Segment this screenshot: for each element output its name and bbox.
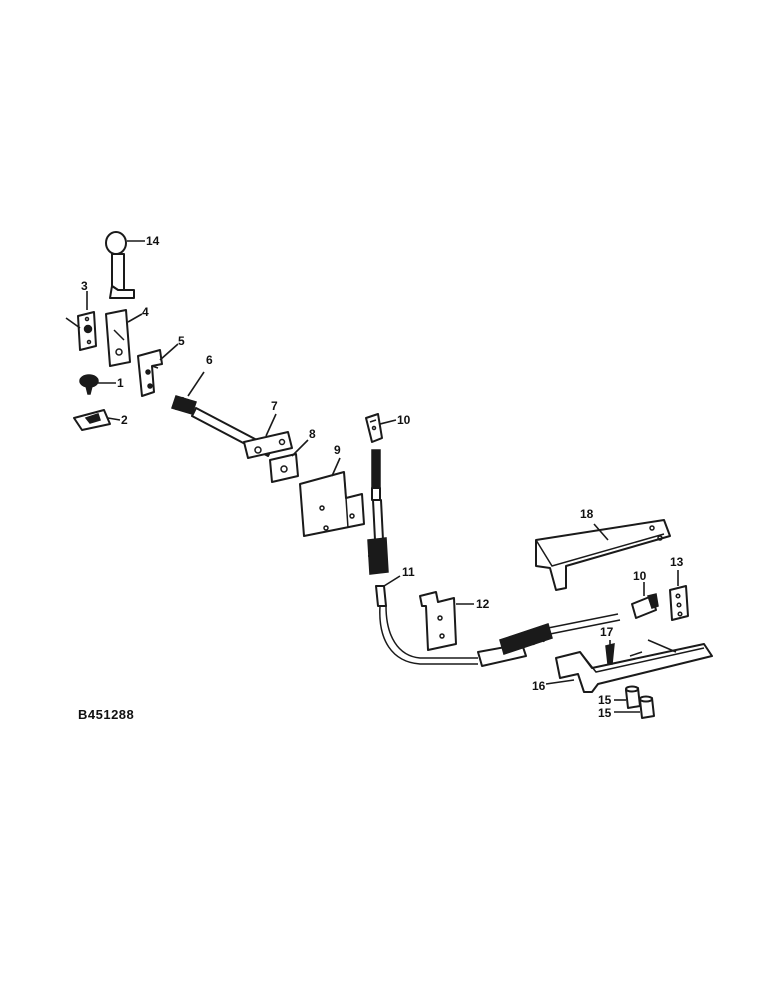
callout-15-a: 15 — [598, 693, 612, 707]
callout-7: 7 — [271, 399, 278, 413]
part-16-base-bracket — [555, 639, 713, 693]
callout-3: 3 — [81, 279, 88, 293]
part-15-spacers — [625, 685, 655, 719]
part-9-mounting-bracket — [299, 471, 365, 537]
part-12-cable-bracket — [419, 591, 457, 651]
part-8-washer-plate — [269, 453, 299, 483]
callout-14: 14 — [146, 234, 160, 248]
callout-12: 12 — [476, 597, 490, 611]
part-14-shift-lever-knob — [105, 231, 135, 299]
part-1-knob — [79, 374, 99, 395]
callout-15-b: 15 — [598, 706, 612, 720]
part-18-support-bracket — [535, 519, 671, 591]
callout-5: 5 — [178, 334, 185, 348]
callout-8: 8 — [309, 427, 316, 441]
part-10-clevis-lower — [631, 593, 659, 619]
drawing-reference-code: B451288 — [78, 707, 135, 722]
part-3-pivot-bracket — [65, 311, 97, 351]
callout-4: 4 — [142, 305, 149, 319]
part-10-clevis-upper — [365, 413, 383, 443]
part-11-control-cable — [367, 449, 621, 667]
part-13-link-plate — [669, 585, 689, 621]
part-2-gasket — [73, 409, 111, 431]
callout-10-lower: 10 — [633, 569, 647, 583]
part-4-lever-plate — [105, 309, 131, 367]
callout-6: 6 — [206, 353, 213, 367]
part-7-lever-plate — [243, 431, 293, 459]
callout-2: 2 — [121, 413, 128, 427]
part-5-angle-bracket — [137, 349, 163, 397]
callout-17: 17 — [600, 625, 614, 639]
callout-9: 9 — [334, 443, 341, 457]
callout-10-upper: 10 — [397, 413, 411, 427]
part-17-bolt — [605, 643, 615, 665]
callout-13: 13 — [670, 555, 684, 569]
callout-11: 11 — [402, 565, 415, 579]
callout-1: 1 — [117, 376, 124, 390]
callout-16: 16 — [532, 679, 546, 693]
callout-18: 18 — [580, 507, 594, 521]
